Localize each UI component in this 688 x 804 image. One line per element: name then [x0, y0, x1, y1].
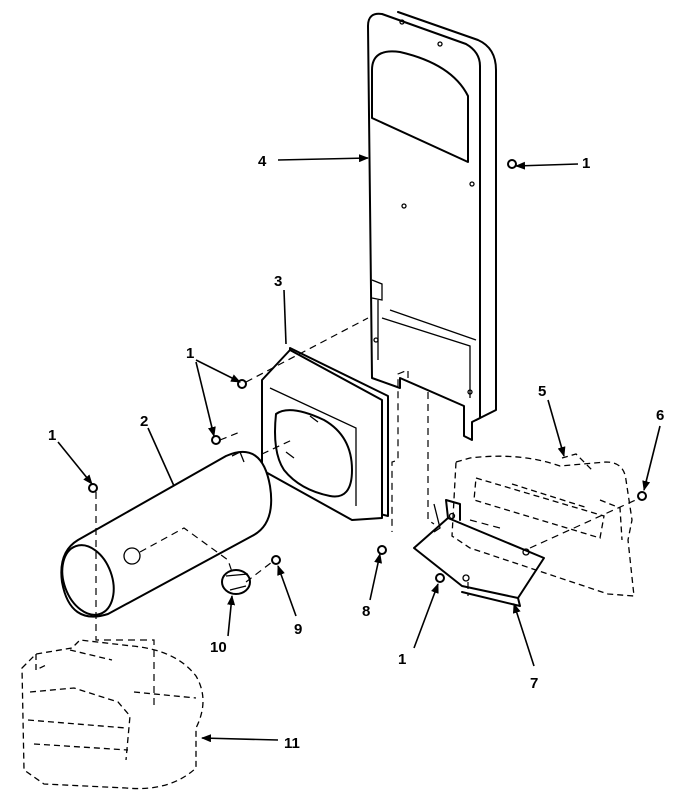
callout-1-bottom-mid: 1 — [398, 651, 406, 668]
callout-8: 8 — [362, 603, 370, 620]
vent-grille — [371, 50, 469, 163]
exhaust-duct-part — [60, 450, 273, 618]
blower-housing-phantom — [21, 639, 204, 790]
clamp-part — [221, 569, 251, 595]
callout-10: 10 — [210, 639, 227, 656]
callout-5: 5 — [538, 383, 546, 400]
assembly-lines — [95, 317, 641, 708]
duct-adapter-part — [261, 347, 389, 521]
callout-4: 4 — [258, 153, 267, 170]
callout-11: 11 — [284, 735, 300, 752]
callout-1-upper-left: 1 — [186, 345, 194, 362]
callout-1-top-right: 1 — [582, 155, 590, 172]
cabinet-section-phantom — [451, 453, 635, 597]
callout-3: 3 — [274, 273, 282, 290]
callout-1-far-left: 1 — [48, 427, 56, 444]
callout-labels: 1 4 3 1 5 6 2 1 8 9 10 1 7 11 — [48, 153, 664, 752]
back-panel-part — [367, 11, 497, 441]
leader-lines — [57, 154, 661, 743]
callout-7: 7 — [530, 675, 538, 692]
callout-9: 9 — [294, 621, 302, 638]
callout-2: 2 — [140, 413, 148, 430]
callout-6: 6 — [656, 407, 664, 424]
